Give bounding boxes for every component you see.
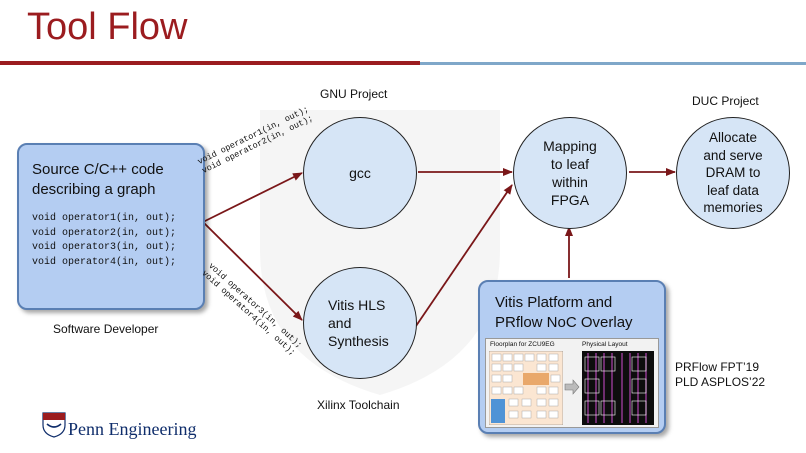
hls-label-line: Vitis HLS xyxy=(328,296,386,313)
mapping-label-line: to leaf xyxy=(550,155,590,172)
title-rule-blue xyxy=(420,62,806,65)
gcc-label: gcc xyxy=(349,164,371,181)
arrow-source-to-gcc xyxy=(202,172,303,223)
software-developer-label: Software Developer xyxy=(53,322,159,336)
arrow-right-icon xyxy=(564,379,580,395)
arrow-source-to-hls xyxy=(202,221,303,321)
platform-box: Vitis Platform and PRflow NoC Overlay Fl… xyxy=(478,280,666,434)
title-rule-red xyxy=(0,61,420,65)
xilinx-toolchain-label: Xilinx Toolchain xyxy=(317,398,400,412)
arrow-hls-to-mapping xyxy=(415,184,513,327)
vitis-hls-node: Vitis HLS and Synthesis xyxy=(303,267,417,379)
code-listing: void operator1(in, out); void operator2(i… xyxy=(32,212,176,270)
floorplan-image: Floorplan for ZCU9EG Physical Layout xyxy=(485,338,659,428)
code-line: void operator2(in, out); xyxy=(32,227,177,239)
source-heading-line2: describing a graph xyxy=(32,181,156,198)
mapping-label-line: FPGA xyxy=(550,192,590,209)
source-code-box: Source C/C++ code describing a graph voi… xyxy=(17,143,205,310)
code-line: void operator4(in, out); xyxy=(32,256,177,268)
hls-label-line: Synthesis xyxy=(328,333,389,350)
mapping-label-line: Mapping xyxy=(543,137,597,154)
duc-project-label: DUC Project xyxy=(692,94,759,108)
hls-label-line: and xyxy=(328,314,352,331)
platform-heading-line2: PRflow NoC Overlay xyxy=(495,314,633,331)
floorplan-grid-icon xyxy=(489,351,563,425)
source-heading-line1: Source C/C++ code xyxy=(32,161,164,178)
allocate-label-line: leaf data xyxy=(707,182,759,198)
prflow-citation-line1: PRFlow FPT’19 xyxy=(675,360,760,374)
allocate-label-line: memories xyxy=(703,200,763,216)
allocate-node: Allocate and serve DRAM to leaf data mem… xyxy=(676,117,790,229)
layout-caption: Physical Layout xyxy=(582,341,628,348)
prflow-citation-line2: PLD ASPLOS’22 xyxy=(675,375,766,389)
allocate-label-line: DRAM to xyxy=(705,165,761,181)
mapping-label-line: within xyxy=(552,174,588,190)
gnu-project-label: GNU Project xyxy=(320,87,388,101)
floorplan-caption: Floorplan for ZCU9EG xyxy=(490,341,555,348)
gcc-node: gcc xyxy=(303,117,417,229)
mapping-node: Mapping to leaf within FPGA xyxy=(513,117,627,229)
code-line: void operator1(in, out); xyxy=(32,213,177,224)
physical-layout-icon xyxy=(582,351,654,425)
platform-heading-line1: Vitis Platform and xyxy=(495,294,613,311)
slide-title: Tool Flow xyxy=(27,6,188,48)
code-line: void operator3(in, out); xyxy=(32,242,177,253)
allocate-label-line: Allocate xyxy=(708,130,757,146)
allocate-label-line: and serve xyxy=(703,147,763,163)
penn-engineering-logo-text: Penn Engineering xyxy=(68,419,197,439)
penn-shield-icon xyxy=(42,412,66,438)
